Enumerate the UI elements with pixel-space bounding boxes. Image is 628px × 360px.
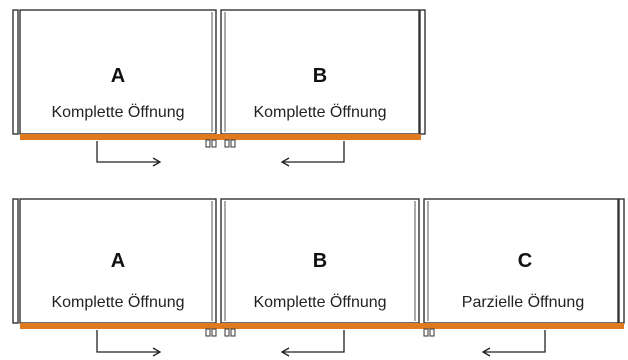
panel-caption: Komplette Öffnung — [51, 103, 184, 121]
row2-panel-a: A Komplette Öffnung — [19, 198, 217, 324]
hinge-icon — [205, 139, 211, 148]
hinge-icon — [230, 139, 236, 148]
track-rail — [20, 323, 624, 329]
panel-letter: A — [111, 250, 125, 272]
row1-panel-a: A Komplette Öffnung — [19, 9, 217, 135]
track-rail — [20, 134, 421, 140]
panel-caption: Komplette Öffnung — [253, 103, 386, 121]
row1-panel-b: B Komplette Öffnung — [220, 9, 420, 135]
panel-letter: B — [313, 65, 327, 87]
panel-letter: A — [111, 65, 125, 87]
hinge-icon — [224, 139, 230, 148]
row2-panel-c: C Parzielle Öffnung — [423, 198, 619, 324]
panel-caption: Parzielle Öffnung — [462, 293, 584, 311]
arrow-right-icon — [96, 330, 162, 357]
hinge-icon — [224, 328, 230, 337]
panel-frame — [220, 9, 420, 135]
row2-panel-b: B Komplette Öffnung — [220, 198, 420, 324]
frame-edge-left — [12, 198, 19, 324]
frame-edge-right — [618, 198, 625, 324]
panel-frame — [19, 198, 217, 324]
frame-edge-left — [12, 9, 19, 135]
hinge-icon — [205, 328, 211, 337]
frame-edge-right — [419, 9, 426, 135]
panel-caption: Komplette Öffnung — [253, 293, 386, 311]
panel-frame — [19, 9, 217, 135]
panel-letter: C — [518, 250, 532, 272]
panel-caption: Komplette Öffnung — [51, 293, 184, 311]
hinge-icon — [429, 328, 435, 337]
hinge-icon — [423, 328, 429, 337]
panel-letter: B — [313, 250, 327, 272]
arrow-left-icon — [280, 330, 345, 357]
row-2: A Komplette Öffnung B Komplette Öffnung … — [12, 198, 625, 357]
panel-frame — [423, 198, 619, 324]
row-1: A Komplette Öffnung B Komplette Öffnung — [12, 9, 426, 167]
arrow-right-icon — [96, 141, 162, 167]
panel-frame — [220, 198, 420, 324]
hinge-icon — [211, 139, 217, 148]
hinge-icon — [230, 328, 236, 337]
arrow-left-icon — [481, 330, 546, 357]
hinge-icon — [211, 328, 217, 337]
arrow-left-icon — [280, 141, 345, 167]
